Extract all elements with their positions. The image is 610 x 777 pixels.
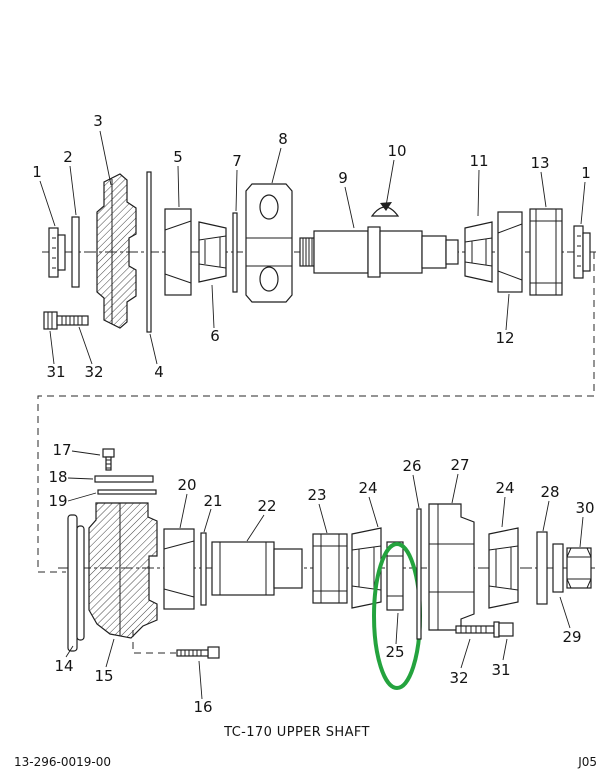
part-19-gasket bbox=[97, 489, 157, 495]
callout-22: 22 bbox=[257, 497, 276, 515]
callout-15: 15 bbox=[94, 667, 113, 685]
callout-6: 6 bbox=[210, 327, 220, 345]
callout-13: 13 bbox=[530, 154, 549, 172]
doc-number: 13-296-0019-00 bbox=[14, 755, 111, 769]
part-1-end-cap-left bbox=[48, 227, 66, 278]
callout-5: 5 bbox=[173, 148, 183, 166]
callout-26: 26 bbox=[402, 457, 421, 475]
callout-24-right: 24 bbox=[495, 479, 514, 497]
callout-18: 18 bbox=[48, 468, 67, 486]
part-23-coupler bbox=[312, 533, 348, 604]
part-20-bearing-cup bbox=[163, 528, 195, 610]
callout-21: 21 bbox=[203, 492, 222, 510]
part-5-bearing-cup bbox=[164, 208, 192, 296]
callout-10: 10 bbox=[387, 142, 406, 160]
callout-32-top: 32 bbox=[84, 363, 103, 381]
part-31-32-bolt-bottom bbox=[455, 621, 514, 638]
top-assembly: 1 2 3 4 5 6 7 8 9 10 11 12 13 1 31 32 bbox=[32, 112, 596, 381]
callout-1-top-right: 1 bbox=[581, 164, 591, 182]
part-3-gear-housing bbox=[96, 173, 137, 329]
callout-3: 3 bbox=[93, 112, 103, 130]
callout-9: 9 bbox=[338, 169, 348, 187]
part-21-shim bbox=[200, 532, 207, 606]
callout-19: 19 bbox=[48, 492, 67, 510]
diagram-title: TC-170 UPPER SHAFT bbox=[223, 725, 370, 740]
callout-17: 17 bbox=[52, 441, 71, 459]
part-30-nut bbox=[566, 547, 592, 589]
part-6-bearing-cone bbox=[198, 221, 227, 283]
part-16-bolt bbox=[176, 646, 220, 659]
top-leader-lines bbox=[39, 130, 586, 365]
part-22-shaft-sleeve bbox=[211, 541, 303, 596]
callout-12: 12 bbox=[495, 329, 514, 347]
callout-4: 4 bbox=[154, 363, 164, 381]
callout-2: 2 bbox=[63, 148, 73, 166]
callout-20: 20 bbox=[177, 476, 196, 494]
part-15-housing bbox=[88, 502, 158, 639]
part-31-32-bolt-top bbox=[43, 311, 89, 330]
dashed-bolt16-connector bbox=[132, 630, 176, 654]
part-7-shim bbox=[232, 212, 238, 293]
callout-24-left: 24 bbox=[358, 479, 377, 497]
callout-14: 14 bbox=[54, 657, 73, 675]
page-code: J05 bbox=[577, 755, 597, 769]
callout-25: 25 bbox=[385, 643, 404, 661]
callout-28: 28 bbox=[540, 483, 559, 501]
arrowhead-10 bbox=[380, 202, 392, 211]
part-1-end-cap-right bbox=[573, 225, 591, 279]
callout-1-top-left: 1 bbox=[32, 163, 42, 181]
bottom-assembly: 17 18 19 20 21 22 23 24 25 26 27 24 28 2… bbox=[48, 441, 596, 716]
part-28-plate bbox=[536, 531, 548, 605]
part-25-spacer bbox=[386, 541, 404, 611]
callout-27: 27 bbox=[450, 456, 469, 474]
callout-8: 8 bbox=[278, 130, 288, 148]
part-13-retainer bbox=[529, 208, 563, 296]
part-29-washer bbox=[552, 543, 564, 593]
callout-31-bottom: 31 bbox=[491, 661, 510, 679]
bottom-callouts: 17 18 19 20 21 22 23 24 25 26 27 24 28 2… bbox=[48, 441, 594, 716]
callout-30: 30 bbox=[575, 499, 594, 517]
callout-32-bottom: 32 bbox=[449, 669, 468, 687]
part-26-plate bbox=[416, 508, 422, 640]
callout-31-top: 31 bbox=[46, 363, 65, 381]
part-2-washer bbox=[71, 216, 80, 288]
part-14-disc bbox=[67, 514, 85, 652]
callout-29: 29 bbox=[562, 628, 581, 646]
part-11-bearing-cone bbox=[464, 221, 493, 283]
part-24-bearing-right bbox=[488, 527, 519, 609]
part-9-upper-shaft bbox=[299, 226, 459, 278]
part-17-bolt bbox=[102, 448, 115, 471]
part-4-shim-plate bbox=[146, 171, 152, 333]
part-12-bearing-cup bbox=[497, 211, 523, 293]
callout-23: 23 bbox=[307, 486, 326, 504]
part-18-plate bbox=[94, 475, 154, 483]
callout-7: 7 bbox=[232, 152, 242, 170]
bottom-leader-lines bbox=[65, 450, 584, 700]
top-callouts: 1 2 3 4 5 6 7 8 9 10 11 12 13 1 31 32 bbox=[32, 112, 591, 381]
callout-16: 16 bbox=[193, 698, 212, 716]
part-27-carrier bbox=[428, 503, 475, 631]
callout-11: 11 bbox=[469, 152, 488, 170]
part-8-bearing-carrier bbox=[245, 183, 293, 303]
dashed-connector bbox=[37, 252, 595, 573]
